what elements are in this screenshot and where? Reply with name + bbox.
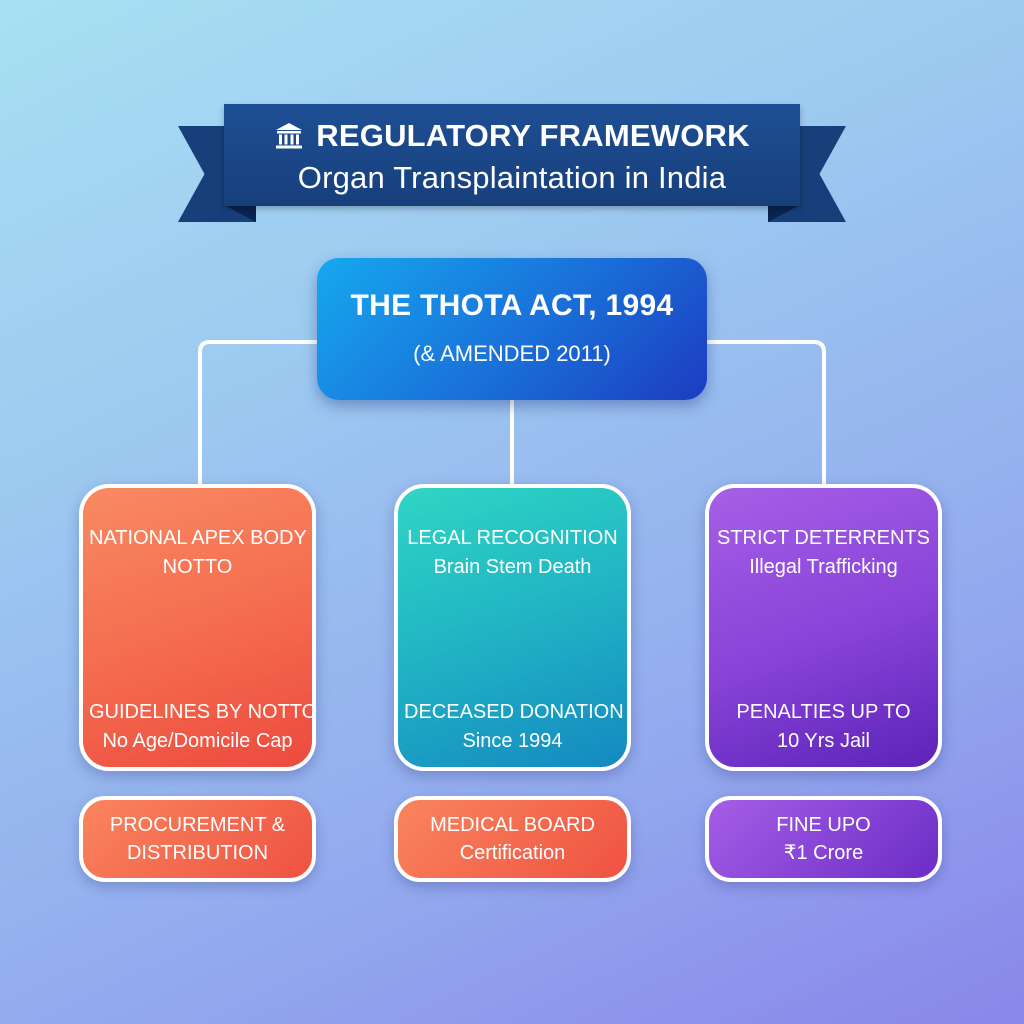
pill-line-2: Certification xyxy=(459,842,566,864)
card-bottom-text: DECEASED DONATION Since 1994 xyxy=(404,698,624,756)
pill-medical-board: MEDICAL BOARD Certification xyxy=(394,796,631,882)
card-subheading: NOTTO xyxy=(162,556,233,578)
card-bottom-text: PENALTIES UP TO 10 Yrs Jail xyxy=(715,698,932,756)
title-banner: REGULATORY FRAMEWORK Organ Transplaintat… xyxy=(224,104,800,206)
connector-left xyxy=(198,340,320,486)
root-node-thota-act: THE THOTA ACT, 1994 (& AMENDED 2011) xyxy=(317,258,707,400)
banner-title: REGULATORY FRAMEWORK xyxy=(316,118,750,153)
connector-right xyxy=(704,340,826,486)
pill-line-2: ₹1 Crore xyxy=(783,842,864,864)
banner-title-row: REGULATORY FRAMEWORK xyxy=(224,118,800,154)
card-subheading: Brain Stem Death xyxy=(433,556,592,578)
pill-line-1: PROCUREMENT & xyxy=(109,814,286,836)
pill-line-1: FINE UPO xyxy=(776,814,871,836)
card-detail-text: 10 Yrs Jail xyxy=(776,730,870,752)
card-detail-text: No Age/Domicile Cap xyxy=(102,730,293,752)
bank-icon xyxy=(276,123,303,149)
root-title: THE THOTA ACT, 1994 xyxy=(350,289,674,322)
card-detail-heading: GUIDELINES BY NOTTO xyxy=(89,701,318,723)
card-detail-text: Since 1994 xyxy=(462,730,563,752)
card-bottom-text: GUIDELINES BY NOTTO No Age/Domicile Cap xyxy=(89,698,318,756)
banner-subtitle: Organ Transplaintation in India xyxy=(297,160,727,195)
card-subheading: Illegal Trafficking xyxy=(749,556,898,578)
card-detail-heading: DECEASED DONATION xyxy=(404,701,624,723)
root-subtitle: (& AMENDED 2011) xyxy=(413,341,611,366)
branch-card-strict-deterrents: STRICT DETERRENTS Illegal Trafficking PE… xyxy=(705,484,942,771)
card-top-text: STRICT DETERRENTS Illegal Trafficking xyxy=(715,524,932,582)
pill-fine: FINE UPO ₹1 Crore xyxy=(705,796,942,882)
card-top-text: LEGAL RECOGNITION Brain Stem Death xyxy=(404,524,621,582)
branch-card-notto: NATIONAL APEX BODY NOTTO GUIDELINES BY N… xyxy=(79,484,318,771)
card-detail-heading: PENALTIES UP TO xyxy=(736,701,911,723)
pill-procurement-distribution: PROCUREMENT & DISTRIBUTION xyxy=(79,796,316,882)
card-heading: LEGAL RECOGNITION xyxy=(407,527,618,549)
pill-line-2: DISTRIBUTION xyxy=(126,842,269,864)
card-top-text: NATIONAL APEX BODY NOTTO xyxy=(89,524,307,582)
branch-card-legal-recognition: LEGAL RECOGNITION Brain Stem Death DECEA… xyxy=(394,484,631,771)
card-heading: NATIONAL APEX BODY xyxy=(89,527,307,549)
card-heading: STRICT DETERRENTS xyxy=(717,527,930,549)
pill-line-1: MEDICAL BOARD xyxy=(430,814,595,836)
